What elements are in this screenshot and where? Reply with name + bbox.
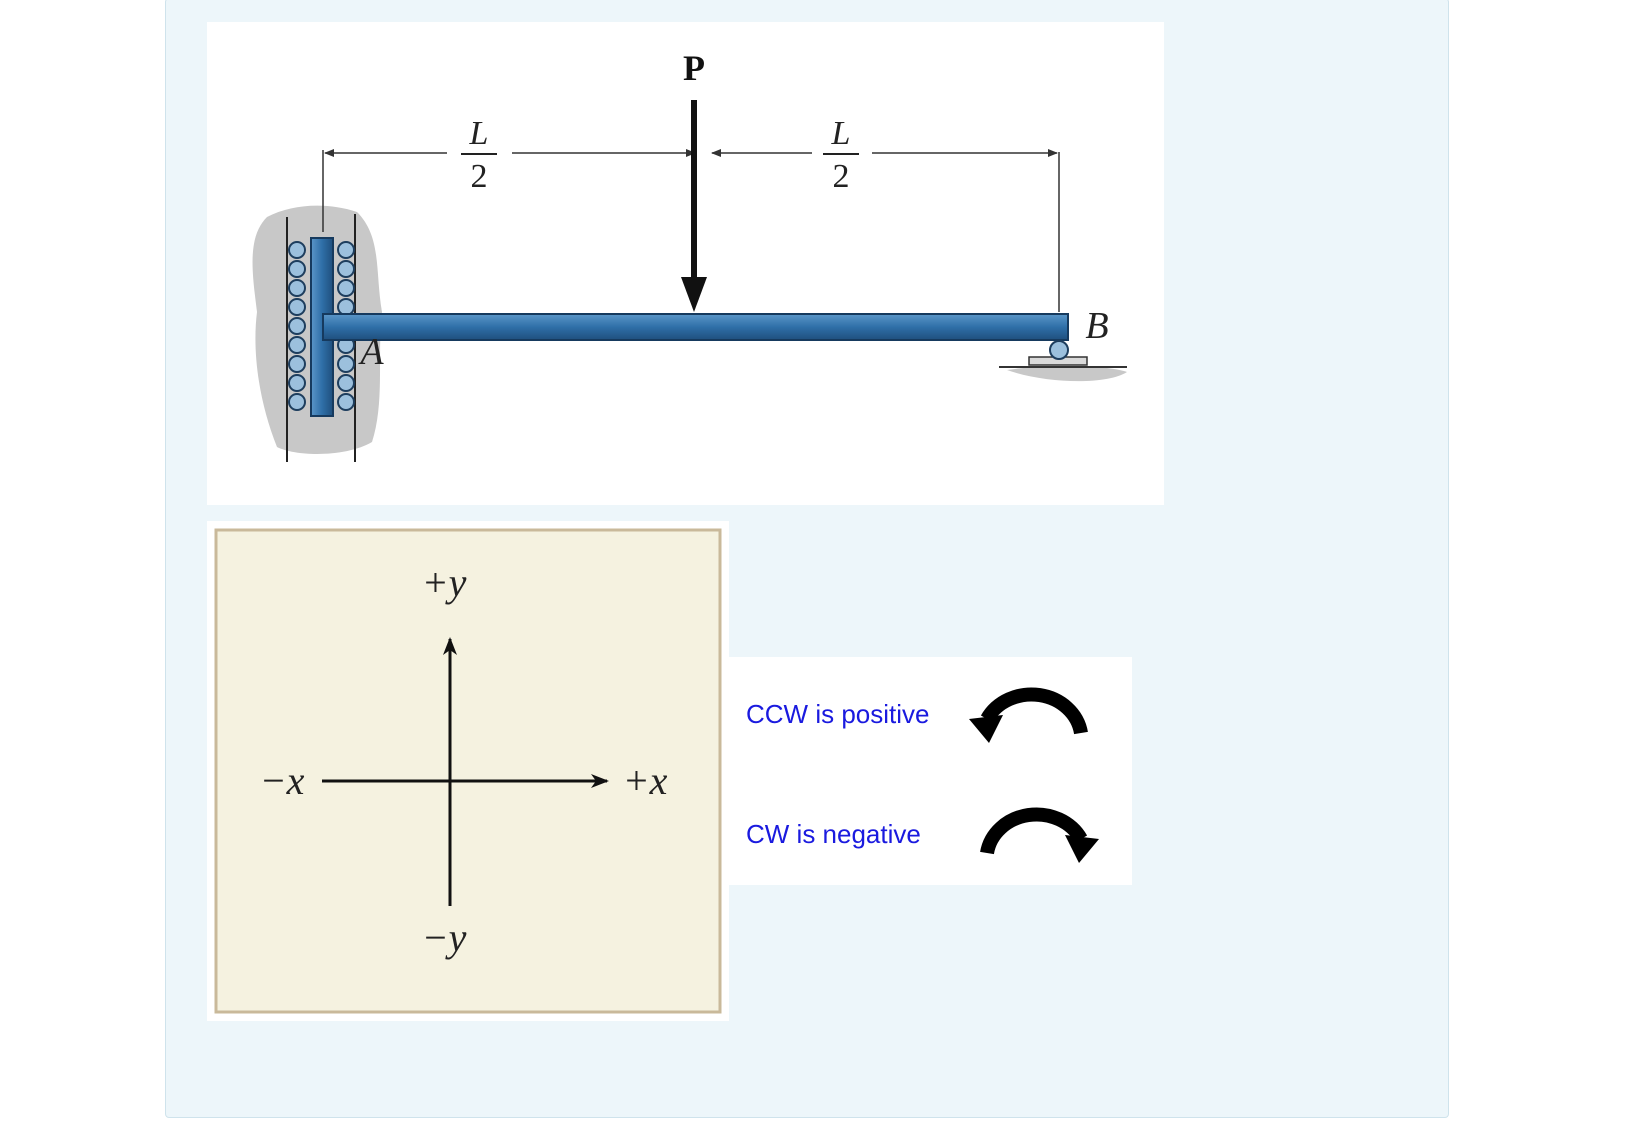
load-arrowhead [681,277,707,312]
axes-diagram: +y −y +x −x [214,528,722,1014]
load-label: P [683,48,705,88]
cw-arrow-icon [980,807,1099,863]
right-span-numerator: L [831,115,851,152]
roller-set-right [337,241,355,411]
support-b-roller [1049,340,1069,360]
ccw-label: CCW is positive [746,699,930,729]
right-span-denominator: 2 [833,158,850,195]
left-span-denominator: 2 [471,158,488,195]
ccw-arrow-icon [969,687,1088,743]
neg-y-label: −y [422,915,467,960]
beam [322,313,1069,341]
axes-figure: +y −y +x −x [207,521,729,1021]
support-a-label: A [357,331,384,373]
cw-label: CW is negative [746,819,921,849]
roller-set-left [288,241,306,411]
support-b-label: B [1085,305,1108,347]
support-b-ground [1007,366,1127,382]
pos-y-label: +y [422,560,467,605]
beam-diagram: L 2 L 2 P A B [252,48,1127,462]
left-span-numerator: L [469,115,489,152]
moment-sign-convention: CCW is positive CW is negative [729,657,1132,885]
beam-figure: L 2 L 2 P A B [207,22,1164,505]
neg-x-label: −x [260,758,305,803]
pos-x-label: +x [623,758,668,803]
